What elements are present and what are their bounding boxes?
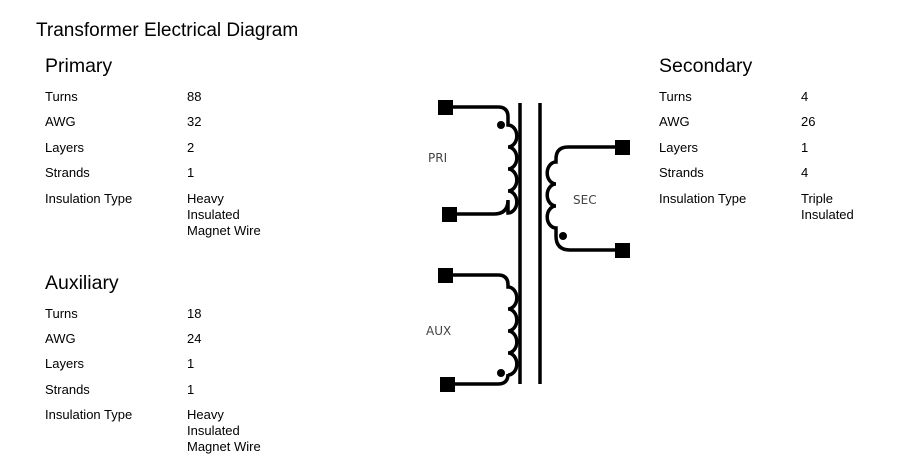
spec-label: Strands bbox=[45, 382, 90, 397]
auxiliary-terminal-top bbox=[438, 268, 453, 283]
primary-winding bbox=[448, 105, 519, 216]
secondary-terminal-bottom bbox=[615, 243, 630, 258]
transformer-schematic: PRI SEC AUX bbox=[426, 100, 630, 392]
spec-value: 2 bbox=[187, 140, 195, 155]
spec-label: Insulation Type bbox=[659, 191, 747, 206]
spec-value: 1 bbox=[187, 356, 195, 371]
primary-terminal-bottom bbox=[442, 207, 457, 222]
secondary-heading: Secondary bbox=[659, 55, 753, 77]
spec-label: Turns bbox=[659, 89, 692, 104]
spec-value: 32 bbox=[187, 114, 202, 129]
secondary-terminal-top bbox=[615, 140, 630, 155]
spec-label: Layers bbox=[659, 140, 699, 155]
spec-value: 1 bbox=[187, 382, 195, 397]
spec-value: 4 bbox=[801, 89, 809, 104]
spec-label: Layers bbox=[45, 140, 85, 155]
auxiliary-winding bbox=[448, 273, 519, 386]
auxiliary-polarity-dot bbox=[497, 369, 505, 377]
spec-value: 18 bbox=[187, 306, 202, 321]
spec-label: AWG bbox=[45, 331, 76, 346]
spec-label: AWG bbox=[45, 114, 76, 129]
spec-value: 4 bbox=[801, 165, 809, 180]
spec-label: Turns bbox=[45, 89, 78, 104]
spec-value: 24 bbox=[187, 331, 202, 346]
auxiliary-terminal-bottom bbox=[440, 377, 455, 392]
spec-value: Triple Insulated bbox=[801, 191, 854, 222]
spec-label: Strands bbox=[659, 165, 704, 180]
spec-value: 26 bbox=[801, 114, 816, 129]
auxiliary-heading: Auxiliary bbox=[45, 272, 119, 294]
spec-label: Insulation Type bbox=[45, 191, 133, 206]
spec-value: 1 bbox=[801, 140, 809, 155]
primary-heading: Primary bbox=[45, 55, 113, 77]
spec-label: Turns bbox=[45, 306, 78, 321]
spec-value: Heavy Insulated Magnet Wire bbox=[187, 191, 261, 238]
spec-label: AWG bbox=[659, 114, 690, 129]
spec-label: Strands bbox=[45, 165, 90, 180]
sec-label: SEC bbox=[573, 193, 597, 207]
spec-value: Heavy Insulated Magnet Wire bbox=[187, 407, 261, 454]
secondary-polarity-dot bbox=[559, 232, 567, 240]
spec-value: 88 bbox=[187, 89, 202, 104]
primary-terminal-top bbox=[438, 100, 453, 115]
spec-label: Insulation Type bbox=[45, 407, 133, 422]
primary-polarity-dot bbox=[497, 121, 505, 129]
pri-label: PRI bbox=[428, 151, 447, 165]
page-title: Transformer Electrical Diagram bbox=[36, 20, 299, 41]
secondary-winding bbox=[545, 145, 620, 252]
spec-value: 1 bbox=[187, 165, 195, 180]
spec-label: Layers bbox=[45, 356, 85, 371]
aux-label: AUX bbox=[426, 324, 451, 338]
